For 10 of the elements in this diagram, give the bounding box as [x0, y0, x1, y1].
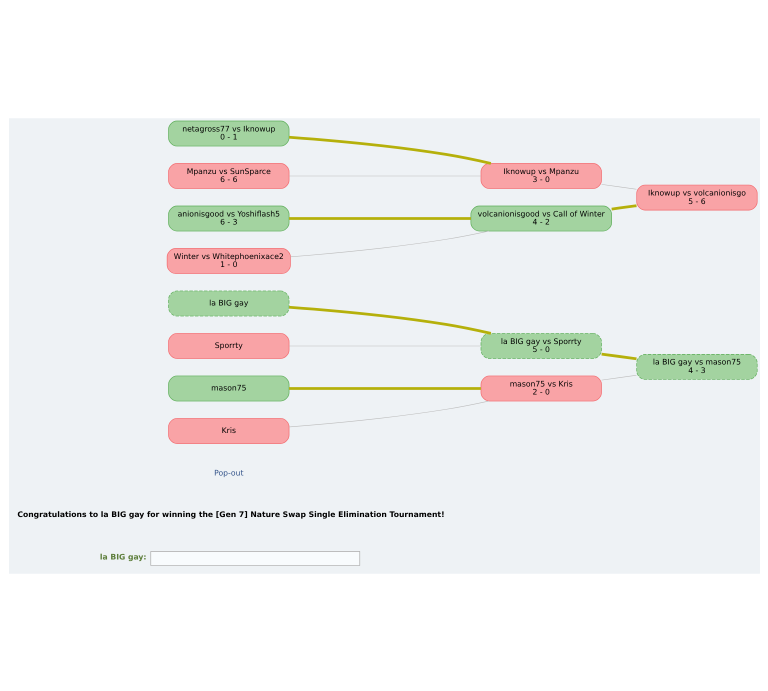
- connector: [288, 135, 491, 164]
- connector: [600, 374, 636, 380]
- connector: [288, 400, 489, 427]
- connector: [288, 386, 480, 390]
- connector: [610, 204, 636, 210]
- connector: [288, 216, 470, 220]
- connector: [600, 352, 636, 360]
- connector: [600, 184, 636, 190]
- connector: [290, 230, 489, 257]
- connector: [288, 305, 491, 334]
